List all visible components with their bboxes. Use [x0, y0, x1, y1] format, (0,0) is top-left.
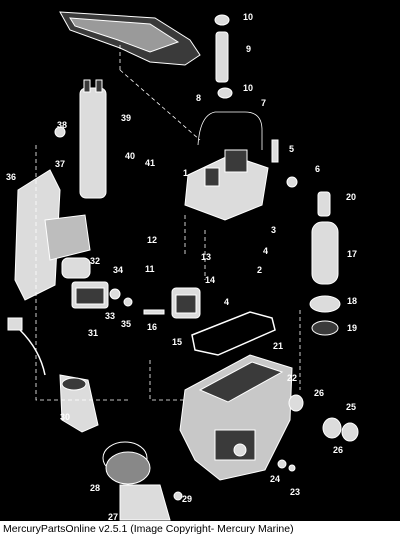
parts-diagram: 1 2 3 4 4 5 6 7 8 9 10 10 11 12 13 14 15…	[6, 11, 359, 521]
callout-label: 36	[6, 172, 16, 182]
callout-label: 26	[333, 445, 343, 455]
callout-label: 30	[60, 412, 70, 422]
fuel-pressure-regulator	[143, 287, 201, 319]
copyright-caption: MercuryPartsOnline v2.5.1 (Image Copyrig…	[0, 521, 400, 537]
callout-label: 20	[346, 192, 356, 202]
callout-label: 32	[90, 256, 100, 266]
callout-label: 21	[273, 341, 283, 351]
callout-labels: 1 2 3 4 4 5 6 7 8 9 10 10 11 12 13 14 15…	[6, 12, 357, 521]
callout-label: 6	[315, 164, 320, 174]
vent-hose	[214, 14, 233, 99]
callout-label: 41	[145, 158, 155, 168]
callout-label: 40	[125, 151, 135, 161]
callout-label: 11	[145, 264, 155, 274]
relay-assembly	[71, 281, 133, 309]
callout-label: 16	[147, 322, 157, 332]
callout-label: 19	[347, 323, 357, 333]
callout-label: 28	[90, 483, 100, 493]
mounting-grommets	[277, 394, 359, 472]
callout-label: 14	[205, 275, 215, 285]
callout-label: 18	[347, 296, 357, 306]
callout-label: 17	[347, 249, 357, 259]
callout-label: 39	[121, 113, 131, 123]
callout-label: 24	[270, 474, 280, 484]
callout-label: 5	[289, 144, 294, 154]
callout-label: 35	[121, 319, 131, 329]
callout-label: 37	[55, 159, 65, 169]
callout-label: 38	[57, 120, 67, 130]
mounting-bracket	[14, 169, 91, 301]
leader-lines	[35, 69, 301, 401]
callout-label: 4	[224, 297, 229, 307]
callout-label: 2	[257, 265, 262, 275]
callout-label: 1	[183, 168, 188, 178]
callout-label: 13	[201, 252, 211, 262]
callout-label: 25	[346, 402, 356, 412]
gasket	[191, 311, 276, 356]
callout-label: 4	[263, 246, 268, 256]
callout-label: 27	[108, 512, 118, 521]
callout-label: 8	[196, 93, 201, 103]
callout-label: 7	[261, 98, 266, 108]
callout-label: 26	[314, 388, 324, 398]
callout-label: 31	[88, 328, 98, 338]
housing-cover	[59, 11, 201, 70]
callout-label: 22	[287, 373, 297, 383]
electric-fuel-pump	[309, 191, 341, 336]
callout-label: 33	[105, 311, 115, 321]
hose-clamps	[102, 441, 183, 521]
lift-pump	[7, 317, 99, 433]
vapor-separator-tank	[179, 354, 293, 481]
callout-label: 15	[172, 337, 182, 347]
callout-label: 10	[243, 12, 253, 22]
callout-label: 29	[182, 494, 192, 504]
callout-label: 3	[271, 225, 276, 235]
callout-label: 10	[243, 83, 253, 93]
fuel-cooler-tube	[54, 79, 107, 199]
callout-label: 9	[246, 44, 251, 54]
callout-label: 12	[147, 235, 157, 245]
vapor-separator-cover	[184, 111, 298, 221]
callout-label: 23	[290, 487, 300, 497]
callout-label: 34	[113, 265, 123, 275]
